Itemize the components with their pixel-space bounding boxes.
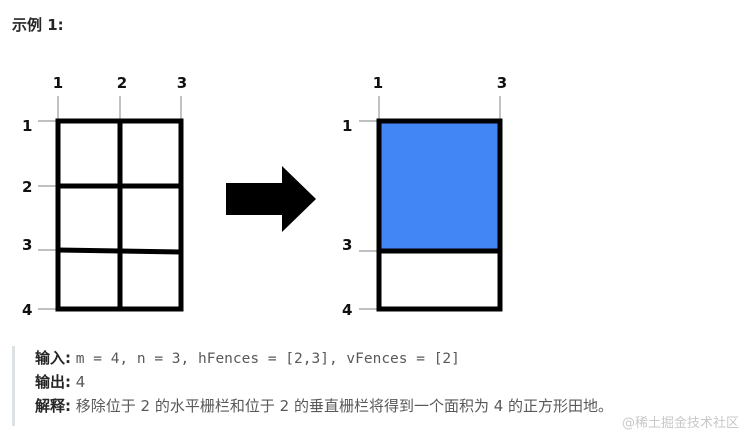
output-value: 4 [75,373,86,391]
right-grid: 1 3 1 3 4 [342,74,507,319]
input-label: 输入: [35,349,71,367]
left-side-label-4: 4 [22,301,32,319]
left-side-label-2: 2 [22,178,32,196]
right-side-labels: 1 3 4 [342,117,352,319]
right-guide-lines [359,96,501,310]
right-top-label-3: 3 [497,74,507,92]
explanation-row: 解释: 移除位于 2 的水平栅栏和位于 2 的垂直栅栏将得到一个面积为 4 的正… [35,394,740,418]
explanation-value: 移除位于 2 的水平栅栏和位于 2 的垂直栅栏将得到一个面积为 4 的正方形田地… [75,397,614,415]
left-side-label-1: 1 [22,117,32,135]
output-row: 输出: 4 [35,370,740,394]
example-io-block: 输入: m = 4, n = 3, hFences = [2,3], vFenc… [12,346,740,426]
left-top-labels: 1 2 3 [53,74,187,92]
right-top-label-1: 1 [373,74,383,92]
input-row: 输入: m = 4, n = 3, hFences = [2,3], vFenc… [35,346,740,370]
watermark: @稀土掘金技术社区 [621,416,739,431]
right-side-label-1: 1 [342,117,352,135]
example-heading: 示例 1: [12,16,64,34]
input-value: m = 4, n = 3, hFences = [2,3], vFences =… [75,351,460,367]
left-top-label-2: 2 [117,74,127,92]
right-side-label-3: 3 [342,236,352,254]
right-arrow-icon [226,166,316,232]
left-top-label-3: 3 [177,74,187,92]
right-side-label-4: 4 [342,301,352,319]
left-side-label-3: 3 [22,236,32,254]
right-top-labels: 1 3 [373,74,507,92]
left-top-label-1: 1 [53,74,63,92]
left-side-labels: 1 2 3 4 [22,117,32,319]
left-guide-lines [38,96,182,310]
explanation-label: 解释: [35,397,71,415]
left-fences [55,118,184,312]
left-horizontal-fence-3 [57,247,182,255]
output-label: 输出: [35,373,71,391]
left-grid: 1 2 3 1 2 3 4 [22,74,187,319]
right-outer-fence [376,118,503,312]
square-field-fill [379,121,500,251]
right-fences [376,118,503,312]
fence-diagram: 1 2 3 1 2 3 4 1 3 [22,74,507,319]
